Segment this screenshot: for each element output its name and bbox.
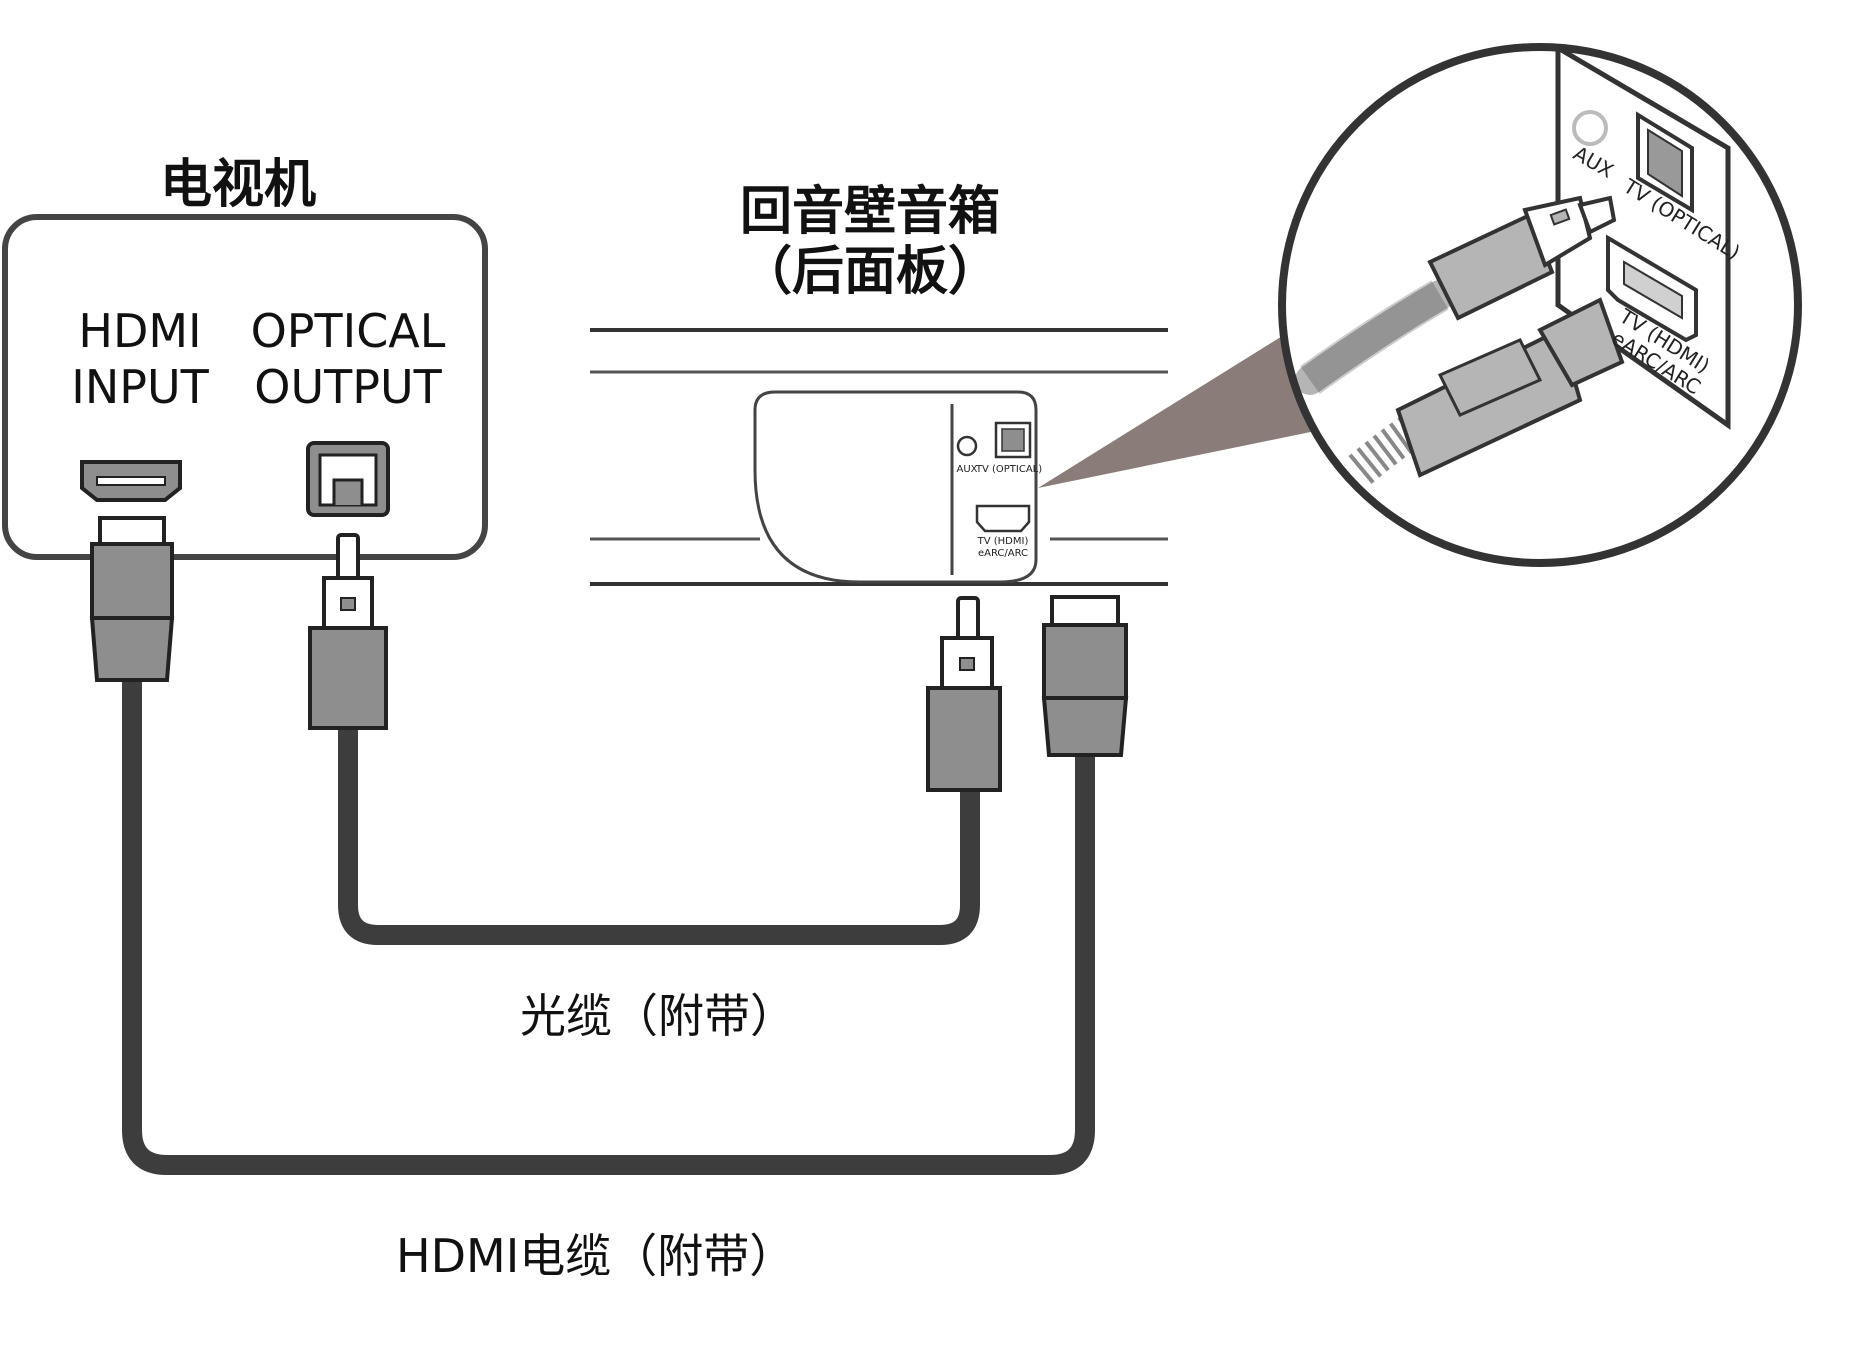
soundbar	[590, 328, 1168, 586]
optical-cable-caption: 光缆（附带）	[520, 989, 796, 1043]
soundbar-hdmi-label-1: TV (HDMI)	[977, 536, 1029, 547]
soundbar-optical-label: TV (OPTICAL)	[975, 464, 1042, 475]
tv-optical-label-line2: OUTPUT	[254, 360, 442, 414]
tv-hdmi-label-line2: INPUT	[71, 360, 209, 414]
optical-cable	[338, 725, 980, 945]
soundbar-aux-label: AUX	[956, 464, 977, 475]
tv-hdmi-label: HDMI INPUT	[60, 303, 220, 415]
hdmi-cable	[122, 680, 1095, 1175]
optical-plug-soundbar	[926, 596, 1002, 792]
tv-optical-label: OPTICAL OUTPUT	[248, 303, 448, 415]
soundbar-hdmi-label-2: eARC/ARC	[978, 548, 1028, 559]
tv-hdmi-label-line1: HDMI	[78, 304, 202, 358]
tv-hdmi-port	[80, 460, 182, 502]
tv-title: 电视机	[160, 155, 317, 215]
optical-plug-tv	[308, 533, 388, 730]
hdmi-plug-soundbar	[1041, 595, 1129, 757]
hdmi-cable-caption: HDMI电缆（附带）	[396, 1229, 796, 1283]
hdmi-plug-tv	[89, 516, 175, 682]
tv-optical-port	[306, 441, 390, 517]
soundbar-title-line1: 回音壁音箱	[739, 182, 1000, 242]
soundbar-title: 回音壁音箱 （后面板）	[590, 182, 1150, 302]
zoom-callout	[1038, 325, 1330, 488]
soundbar-title-line2: （后面板）	[739, 242, 1000, 302]
zoom-detail	[1278, 43, 1802, 567]
tv-optical-label-line1: OPTICAL	[250, 304, 446, 358]
